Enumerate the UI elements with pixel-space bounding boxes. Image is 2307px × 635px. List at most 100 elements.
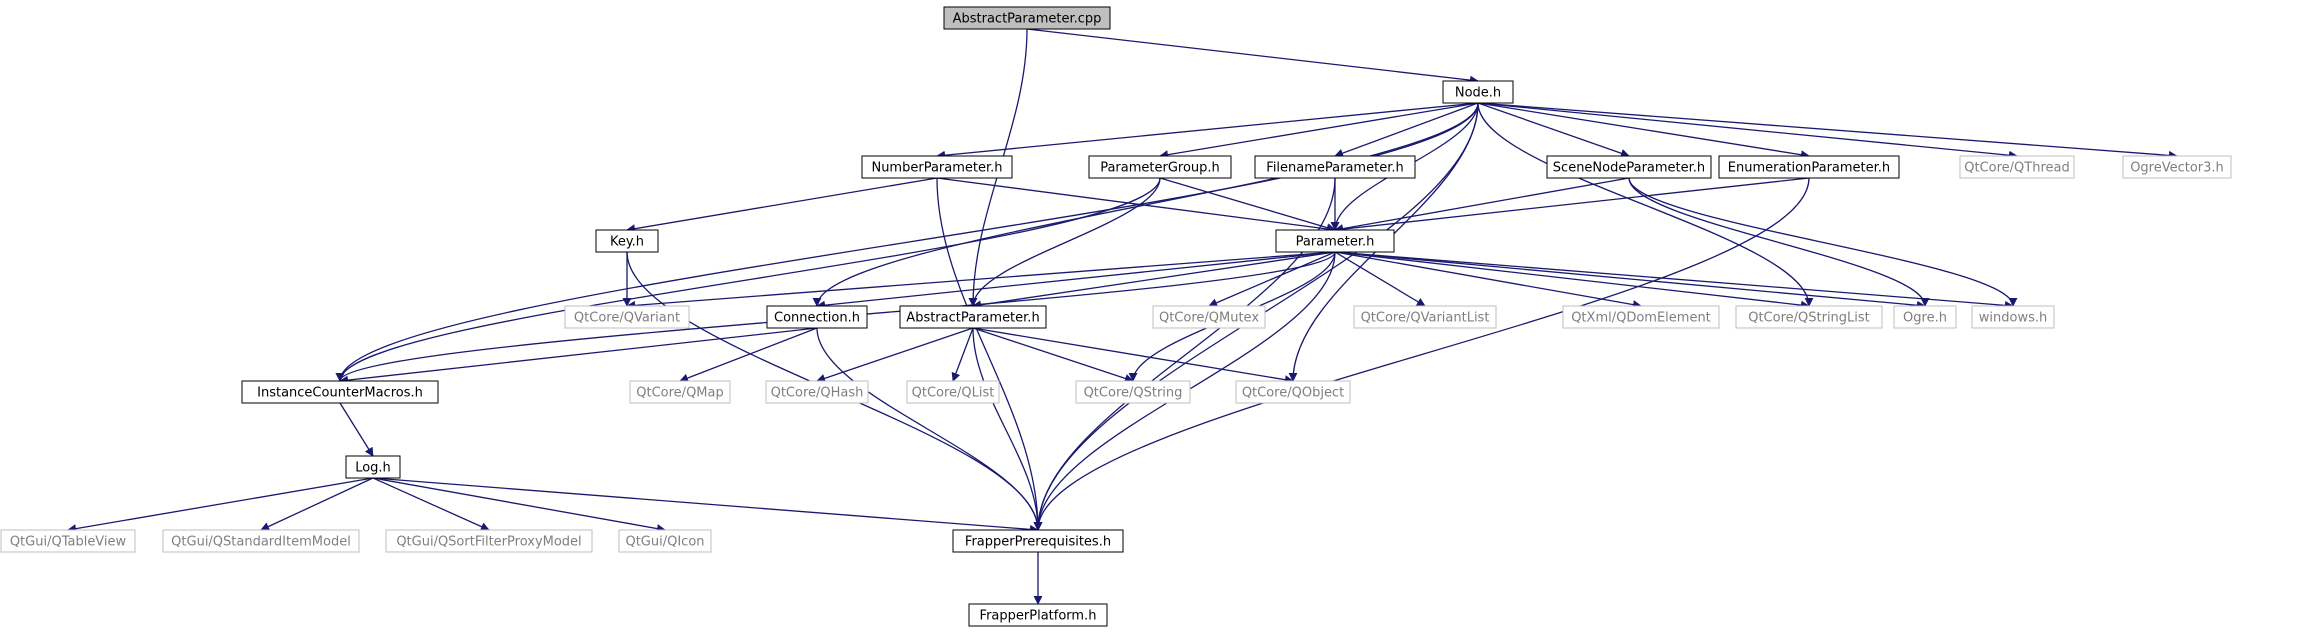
node-label: FrapperPrerequisites.h [965,535,1111,550]
node-box[interactable] [1088,155,1232,179]
node-label: QtCore/QMutex [1159,311,1259,326]
node-box [1152,305,1266,329]
node-EnumerationParameter_h[interactable]: EnumerationParameter.h [1718,155,1900,179]
node-InstanceCounterMacros_h[interactable]: InstanceCounterMacros.h [241,380,439,404]
node-label: SceneNodeParameter.h [1553,161,1705,176]
node-box [564,305,690,329]
edge-Connection_h-to-InstanceCounterMacros_h [339,327,818,385]
node-QThread: QtCore/QThread [1959,155,2075,179]
node-QMutex: QtCore/QMutex [1152,305,1266,329]
node-QMap: QtCore/QMap [629,380,731,404]
node-FrapperPlatform_h[interactable]: FrapperPlatform.h [968,603,1108,627]
node-QList: QtCore/QList [906,380,1000,404]
node-Connection_h[interactable]: Connection.h [766,305,868,329]
node-label: AbstractParameter.h [906,311,1039,326]
node-label: InstanceCounterMacros.h [257,386,423,401]
node-AbstractParameter_h[interactable]: AbstractParameter.h [899,305,1047,329]
node-box [1893,305,1957,329]
node-label: EnumerationParameter.h [1728,161,1890,176]
node-box[interactable] [241,380,439,404]
node-label: OgreVector3.h [2130,161,2224,176]
node-box [1075,380,1191,404]
node-box [906,380,1000,404]
node-box[interactable] [899,305,1047,329]
node-label: QtXml/QDomElement [1571,311,1711,326]
node-label: QtCore/QVariantList [1361,311,1490,326]
node-SceneNodeParameter_h[interactable]: SceneNodeParameter.h [1546,155,1712,179]
node-Parameter_h[interactable]: Parameter.h [1275,229,1395,253]
node-QVariant: QtCore/QVariant [564,305,690,329]
edge-AbstractParameter_cpp-to-Node_h [1026,28,1479,85]
node-label: ParameterGroup.h [1100,161,1220,176]
node-label: QtCore/QString [1084,386,1183,401]
node-label: QtGui/QTableView [10,535,127,550]
node-label: QtCore/QHash [771,386,864,401]
edge-Parameter_h-to-QVariantList [1334,251,1426,307]
edge-InstanceCounterMacros_h-to-Log_h [339,402,374,457]
node-QSortFilterProxyModel: QtGui/QSortFilterProxyModel [385,529,593,553]
edge-Connection_h-to-QMap [679,327,818,383]
node-box[interactable] [1275,229,1395,253]
edge-SceneNodeParameter_h-to-windows_h [1628,177,2018,307]
node-box[interactable] [1254,155,1416,179]
node-box[interactable] [1442,80,1514,104]
node-label: QtCore/QList [912,386,995,401]
node-box [385,529,593,553]
node-layer: AbstractParameter.cppNode.hNumberParamet… [0,6,2232,627]
edge-Node_h-to-NumberParameter_h [936,102,1479,160]
node-label: Node.h [1455,86,1501,101]
edge-Parameter_h-to-QVariant [626,251,1336,310]
edge-AbstractParameter_h-to-QHash [816,327,974,383]
node-Node_h[interactable]: Node.h [1442,80,1514,104]
node-box[interactable] [766,305,868,329]
edge-EnumerationParameter_h-to-Parameter_h [1334,177,1810,234]
node-QTableView: QtGui/QTableView [0,529,136,553]
edge-layer [67,28,2178,605]
edge-AbstractParameter_h-to-QString [972,327,1134,383]
node-box[interactable] [1718,155,1900,179]
edge-Parameter_h-to-Ogre_h [1334,251,1926,310]
node-Key_h[interactable]: Key.h [595,229,659,253]
node-box [618,529,712,553]
node-FrapperPrerequisites_h[interactable]: FrapperPrerequisites.h [952,529,1124,553]
node-label: Ogre.h [1903,311,1947,326]
node-ParameterGroup_h[interactable]: ParameterGroup.h [1088,155,1232,179]
node-box[interactable] [952,529,1124,553]
node-FilenameParameter_h[interactable]: FilenameParameter.h [1254,155,1416,179]
node-label: QtGui/QSortFilterProxyModel [396,535,581,550]
node-QObject: QtCore/QObject [1235,380,1351,404]
node-box [765,380,869,404]
node-box[interactable] [345,455,401,479]
node-box [1353,305,1497,329]
node-box[interactable] [968,603,1108,627]
node-box[interactable] [595,229,659,253]
node-Ogre_h: Ogre.h [1893,305,1957,329]
node-label: AbstractParameter.cpp [953,12,1102,27]
node-box [0,529,136,553]
edge-Log_h-to-QIcon [372,477,666,534]
node-AbstractParameter_cpp[interactable]: AbstractParameter.cpp [943,6,1111,30]
edge-Node_h-to-ParameterGroup_h [1159,102,1479,160]
node-label: QtCore/QStringList [1748,311,1870,326]
edge-Node_h-to-FilenameParameter_h [1334,102,1479,158]
node-NumberParameter_h[interactable]: NumberParameter.h [861,155,1013,179]
node-QDomElement: QtXml/QDomElement [1562,305,1720,329]
node-OgreVector3_h: OgreVector3.h [2122,155,2232,179]
node-box [1971,305,2055,329]
node-Log_h[interactable]: Log.h [345,455,401,479]
edge-Log_h-to-QSortFilterProxyModel [372,477,490,531]
node-label: Parameter.h [1296,235,1375,250]
node-box [1735,305,1883,329]
node-box [2122,155,2232,179]
edge-Parameter_h-to-windows_h [1334,251,2014,310]
node-box[interactable] [861,155,1013,179]
node-box[interactable] [943,6,1111,30]
node-box [162,529,360,553]
node-label: QtGui/QIcon [625,535,704,550]
node-label: Log.h [355,461,391,476]
edge-Log_h-to-QStandardItemModel [260,477,374,531]
node-box[interactable] [1546,155,1712,179]
node-QStringList: QtCore/QStringList [1735,305,1883,329]
node-QString: QtCore/QString [1075,380,1191,404]
